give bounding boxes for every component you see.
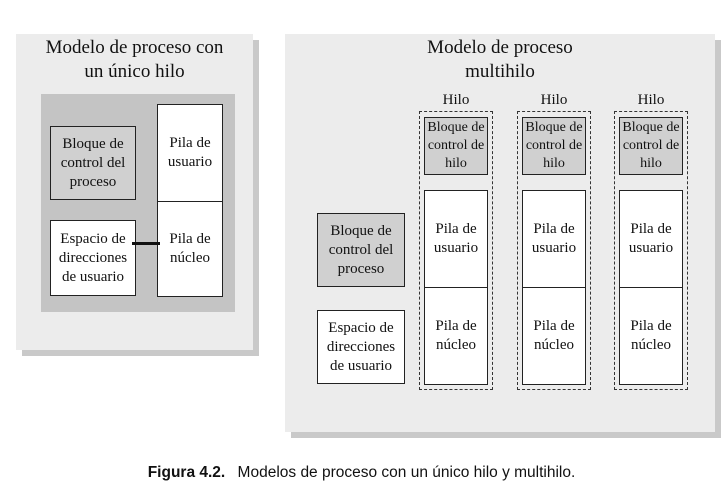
- thread-label: Hilo: [637, 92, 665, 108]
- thread-kernel-stack-line: Pila de: [435, 318, 477, 334]
- single-pcb-line: control del: [60, 154, 126, 171]
- thread-frame: [614, 111, 688, 390]
- figure-number: Figura 4.2.: [147, 464, 226, 481]
- single-address-space-box: Espacio de direcciones de usuario: [50, 220, 136, 296]
- single-user-stack-line: Pila de: [169, 135, 211, 151]
- single-thread-title: Modelo de proceso con un único hilo: [16, 36, 253, 84]
- thread-user-stack-line: usuario: [628, 240, 674, 256]
- thread-user-stack-box: Pila de usuario: [424, 190, 488, 288]
- single-user-stack-line: usuario: [167, 154, 213, 170]
- tcb-line: hilo: [640, 156, 662, 171]
- multi-pcb-line: control del: [328, 241, 394, 258]
- thread-kernel-stack-line: Pila de: [533, 318, 575, 334]
- multi-address-space-box: Espacio de direcciones de usuario: [317, 310, 405, 384]
- figure-caption: Figura 4.2. Modelos de proceso con un ún…: [0, 464, 723, 482]
- single-title-line2: un único hilo: [84, 61, 185, 82]
- tcb-line: Bloque de: [427, 120, 485, 135]
- multi-address-line: de usuario: [329, 357, 393, 374]
- multi-address-line: direcciones: [326, 338, 396, 355]
- multi-thread-title: Modelo de proceso multihilo: [285, 36, 715, 84]
- tcb-line: hilo: [543, 156, 565, 171]
- thread-kernel-stack-line: Pila de: [630, 318, 672, 334]
- single-address-line: direcciones: [58, 249, 128, 266]
- tcb-line: control de: [525, 138, 583, 153]
- thread-frame: [419, 111, 493, 390]
- single-pcb-line: proceso: [69, 173, 117, 190]
- tcb-line: control de: [622, 138, 680, 153]
- thread-kernel-stack-box: Pila de núcleo: [619, 287, 683, 385]
- thread-user-stack-line: Pila de: [533, 221, 575, 237]
- tcb-line: Bloque de: [525, 120, 583, 135]
- thread-user-stack-line: Pila de: [630, 221, 672, 237]
- caption-text: Modelos de proceso con un único hilo y m…: [237, 464, 576, 481]
- thread-kernel-stack-box: Pila de núcleo: [424, 287, 488, 385]
- thread-user-stack-box: Pila de usuario: [619, 190, 683, 288]
- thread-control-block-box: Bloque de control de hilo: [424, 117, 488, 175]
- tcb-line: Bloque de: [622, 120, 680, 135]
- thread-user-stack-line: usuario: [433, 240, 479, 256]
- single-kernel-stack-line: núcleo: [170, 250, 210, 266]
- single-connector-line: [132, 242, 160, 245]
- single-kernel-stack-line: Pila de: [169, 231, 211, 247]
- multi-title-line1: Modelo de proceso: [427, 37, 573, 58]
- multi-pcb-line: proceso: [337, 260, 385, 277]
- multi-address-line: Espacio de: [328, 319, 394, 336]
- thread-kernel-stack-line: núcleo: [436, 337, 476, 353]
- thread-kernel-stack-line: núcleo: [631, 337, 671, 353]
- thread-user-stack-box: Pila de usuario: [522, 190, 586, 288]
- tcb-line: hilo: [445, 156, 467, 171]
- thread-control-block-box: Bloque de control de hilo: [619, 117, 683, 175]
- multi-pcb-line: Bloque de: [330, 222, 392, 239]
- thread-label: Hilo: [442, 92, 470, 108]
- thread-user-stack-line: usuario: [531, 240, 577, 256]
- multi-title-line2: multihilo: [465, 61, 535, 82]
- thread-user-stack-line: Pila de: [435, 221, 477, 237]
- thread-control-block-box: Bloque de control de hilo: [522, 117, 586, 175]
- single-title-line1: Modelo de proceso con: [45, 37, 224, 58]
- single-user-stack-box: Pila de usuario: [157, 104, 223, 202]
- multi-pcb-box: Bloque de control del proceso: [317, 213, 405, 287]
- single-kernel-stack-box: Pila de núcleo: [157, 201, 223, 297]
- thread-kernel-stack-box: Pila de núcleo: [522, 287, 586, 385]
- single-address-line: de usuario: [61, 268, 125, 285]
- thread-frame: [517, 111, 591, 390]
- thread-kernel-stack-line: núcleo: [534, 337, 574, 353]
- single-pcb-box: Bloque de control del proceso: [50, 126, 136, 200]
- single-address-line: Espacio de: [60, 230, 126, 247]
- single-pcb-line: Bloque de: [62, 135, 124, 152]
- tcb-line: control de: [427, 138, 485, 153]
- thread-label: Hilo: [540, 92, 568, 108]
